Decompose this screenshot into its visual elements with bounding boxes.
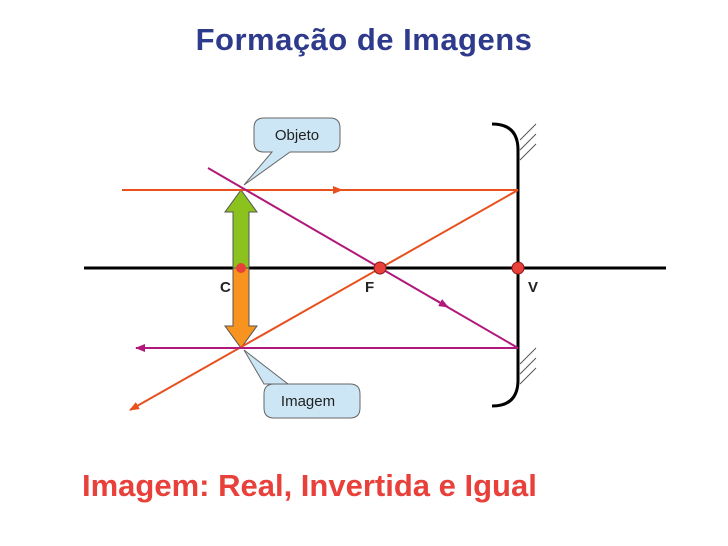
mirror-hatching-bottom: [519, 347, 537, 385]
ray-focal-direction-arrow: [431, 297, 449, 308]
focus-point: [373, 261, 387, 275]
image-callout-text: Imagem: [281, 393, 335, 410]
mirror-hatching-top: [519, 123, 537, 161]
object-arrow: [224, 189, 258, 269]
image-arrow: [224, 267, 258, 349]
focus-label: F: [365, 279, 374, 296]
image-callout: Imagem: [243, 349, 361, 419]
ray-parallel-reflected: [129, 189, 519, 411]
ray-focal-incident: [207, 167, 519, 349]
image-characteristics-caption: Imagem: Real, Invertida e Igual: [82, 468, 537, 503]
object-callout-text: Objeto: [275, 127, 319, 144]
vertex-point: [511, 261, 525, 275]
vertex-label: V: [528, 279, 538, 296]
object-callout: Objeto: [243, 117, 341, 186]
center-point: [236, 263, 246, 273]
center-label: C: [220, 279, 231, 296]
page-title: Formação de Imagens: [195, 22, 533, 57]
